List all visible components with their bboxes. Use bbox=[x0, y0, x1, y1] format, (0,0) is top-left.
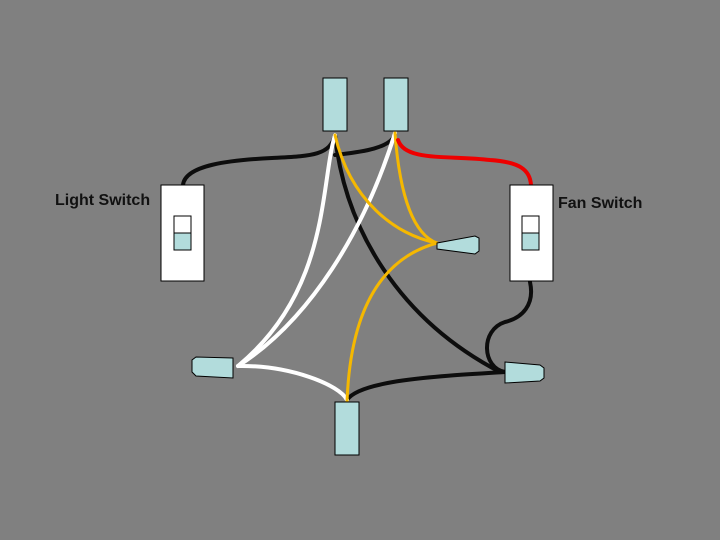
light-switch-label: Light Switch bbox=[55, 192, 151, 209]
red-wire-top-right-to-fan bbox=[396, 138, 533, 187]
light-switch-toggle-upper bbox=[173, 215, 192, 234]
white-wire-top-right-to-left-nut bbox=[236, 131, 397, 368]
yellow-wire-top-right-to-center-nut bbox=[393, 131, 439, 245]
terminal-top-left bbox=[322, 77, 348, 132]
wire-nut-center bbox=[436, 235, 480, 255]
white-wire-top-left-to-left-nut bbox=[236, 133, 337, 368]
fan-switch-toggle-upper bbox=[521, 215, 540, 234]
black-wire-fan-to-right-nut bbox=[485, 280, 534, 374]
yellow-wire-bottom-to-center-nut bbox=[345, 241, 439, 404]
fan-switch bbox=[509, 184, 554, 282]
black-wire-top-right-to-light-run bbox=[333, 131, 397, 157]
wire-nut-right bbox=[504, 361, 545, 384]
fan-switch-toggle-lower bbox=[521, 232, 540, 251]
black-wire-bottom-to-right-nut bbox=[345, 370, 507, 402]
terminal-top-right bbox=[383, 77, 409, 132]
black-wire-light-to-top-left bbox=[181, 133, 337, 187]
light-switch-toggle-lower bbox=[173, 232, 192, 251]
white-wire-bottom-to-left-nut bbox=[236, 363, 349, 402]
fan-switch-label: Fan Switch bbox=[558, 195, 643, 212]
terminal-bottom bbox=[334, 401, 360, 456]
wire-nut-left bbox=[191, 356, 234, 379]
yellow-wire-top-left-to-center-nut bbox=[333, 133, 439, 245]
black-wire-top-left-to-right-nut bbox=[333, 133, 502, 374]
light-switch bbox=[160, 184, 205, 282]
